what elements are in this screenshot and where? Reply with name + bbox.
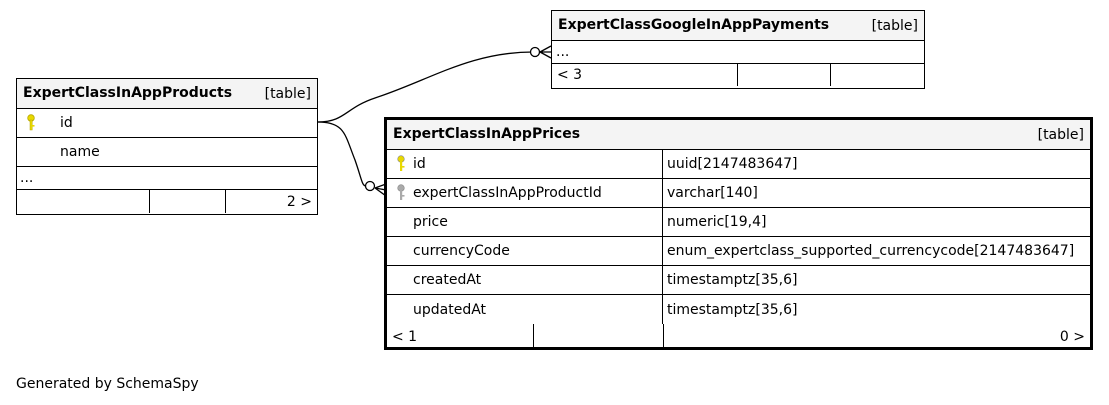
column-type: enum_expertclass_supported_currencycode[… xyxy=(667,243,1075,259)
table-name[interactable]: ExpertClassGoogleInAppPayments xyxy=(558,17,830,33)
table-kind: [table] xyxy=(871,18,918,34)
nav-cell xyxy=(533,324,663,349)
connector-payments-zero-marker xyxy=(529,46,541,58)
column-row[interactable]: name xyxy=(17,138,317,167)
table-nav-row: < 1 0 > xyxy=(387,324,1090,349)
connector-payments-crowsfoot xyxy=(539,45,552,59)
generated-by-footer: Generated by SchemaSpy xyxy=(16,376,199,392)
column-name: price xyxy=(413,214,448,230)
column-row[interactable]: expertClassInAppProductId varchar[140] xyxy=(387,179,1090,208)
more-columns-row: ... xyxy=(552,41,924,64)
table-kind: [table] xyxy=(264,86,311,102)
more-columns-text: ... xyxy=(20,170,34,186)
connector-prices-zero-marker xyxy=(364,180,376,192)
column-name: id xyxy=(60,115,73,131)
more-columns-text: ... xyxy=(556,44,570,60)
table-nav-row: 2 > xyxy=(17,190,317,213)
table-name[interactable]: ExpertClassInAppPrices xyxy=(393,126,581,142)
table-expertclass-inapp-prices[interactable]: ExpertClassInAppPrices [table] id uuid[21… xyxy=(384,117,1093,350)
parents-link[interactable]: < 3 xyxy=(557,67,583,83)
table-expertclass-google-inapp-payments[interactable]: ExpertClassGoogleInAppPayments [table] .… xyxy=(551,10,925,89)
column-name: id xyxy=(413,156,426,172)
column-type: numeric[19,4] xyxy=(667,214,767,230)
column-row[interactable]: currencyCode enum_expertclass_supported_c… xyxy=(387,237,1090,266)
column-type: timestamptz[35,6] xyxy=(667,301,798,318)
column-type: uuid[2147483647] xyxy=(667,156,798,172)
column-name: name xyxy=(60,144,100,160)
column-row[interactable]: id uuid[2147483647] xyxy=(387,150,1090,179)
table-name[interactable]: ExpertClassInAppProducts xyxy=(23,85,233,101)
foreign-key-icon xyxy=(397,184,405,200)
column-name: updatedAt xyxy=(413,301,487,318)
column-row[interactable]: updatedAt timestamptz[35,6] xyxy=(387,295,1090,324)
children-link[interactable]: 0 > xyxy=(1059,328,1085,345)
table-header: ExpertClassGoogleInAppPayments [table] xyxy=(552,11,924,41)
column-type: timestamptz[35,6] xyxy=(667,272,798,288)
column-name: expertClassInAppProductId xyxy=(413,185,602,201)
table-expertclass-inapp-products[interactable]: ExpertClassInAppProducts [table] id name… xyxy=(16,78,318,215)
column-row[interactable]: id xyxy=(17,109,317,138)
nav-cell xyxy=(17,190,149,213)
nav-cell xyxy=(830,64,924,86)
column-type: varchar[140] xyxy=(667,185,758,201)
nav-cell xyxy=(737,64,830,86)
connector-products-to-payments xyxy=(317,51,534,123)
table-nav-row: < 3 xyxy=(552,64,924,86)
children-link[interactable]: 2 > xyxy=(286,193,312,210)
column-row[interactable]: createdAt timestamptz[35,6] xyxy=(387,266,1090,295)
primary-key-icon xyxy=(27,114,35,131)
primary-key-icon xyxy=(397,155,405,171)
table-header: ExpertClassInAppProducts [table] xyxy=(17,79,317,109)
parents-link[interactable]: < 1 xyxy=(392,328,418,345)
table-header: ExpertClassInAppPrices [table] xyxy=(387,120,1090,150)
nav-cell xyxy=(149,190,225,213)
table-kind: [table] xyxy=(1037,127,1084,143)
column-name: createdAt xyxy=(413,272,482,288)
column-name: currencyCode xyxy=(413,243,510,259)
column-row[interactable]: price numeric[19,4] xyxy=(387,208,1090,237)
connector-products-to-prices xyxy=(317,121,367,187)
more-columns-row: ... xyxy=(17,167,317,190)
